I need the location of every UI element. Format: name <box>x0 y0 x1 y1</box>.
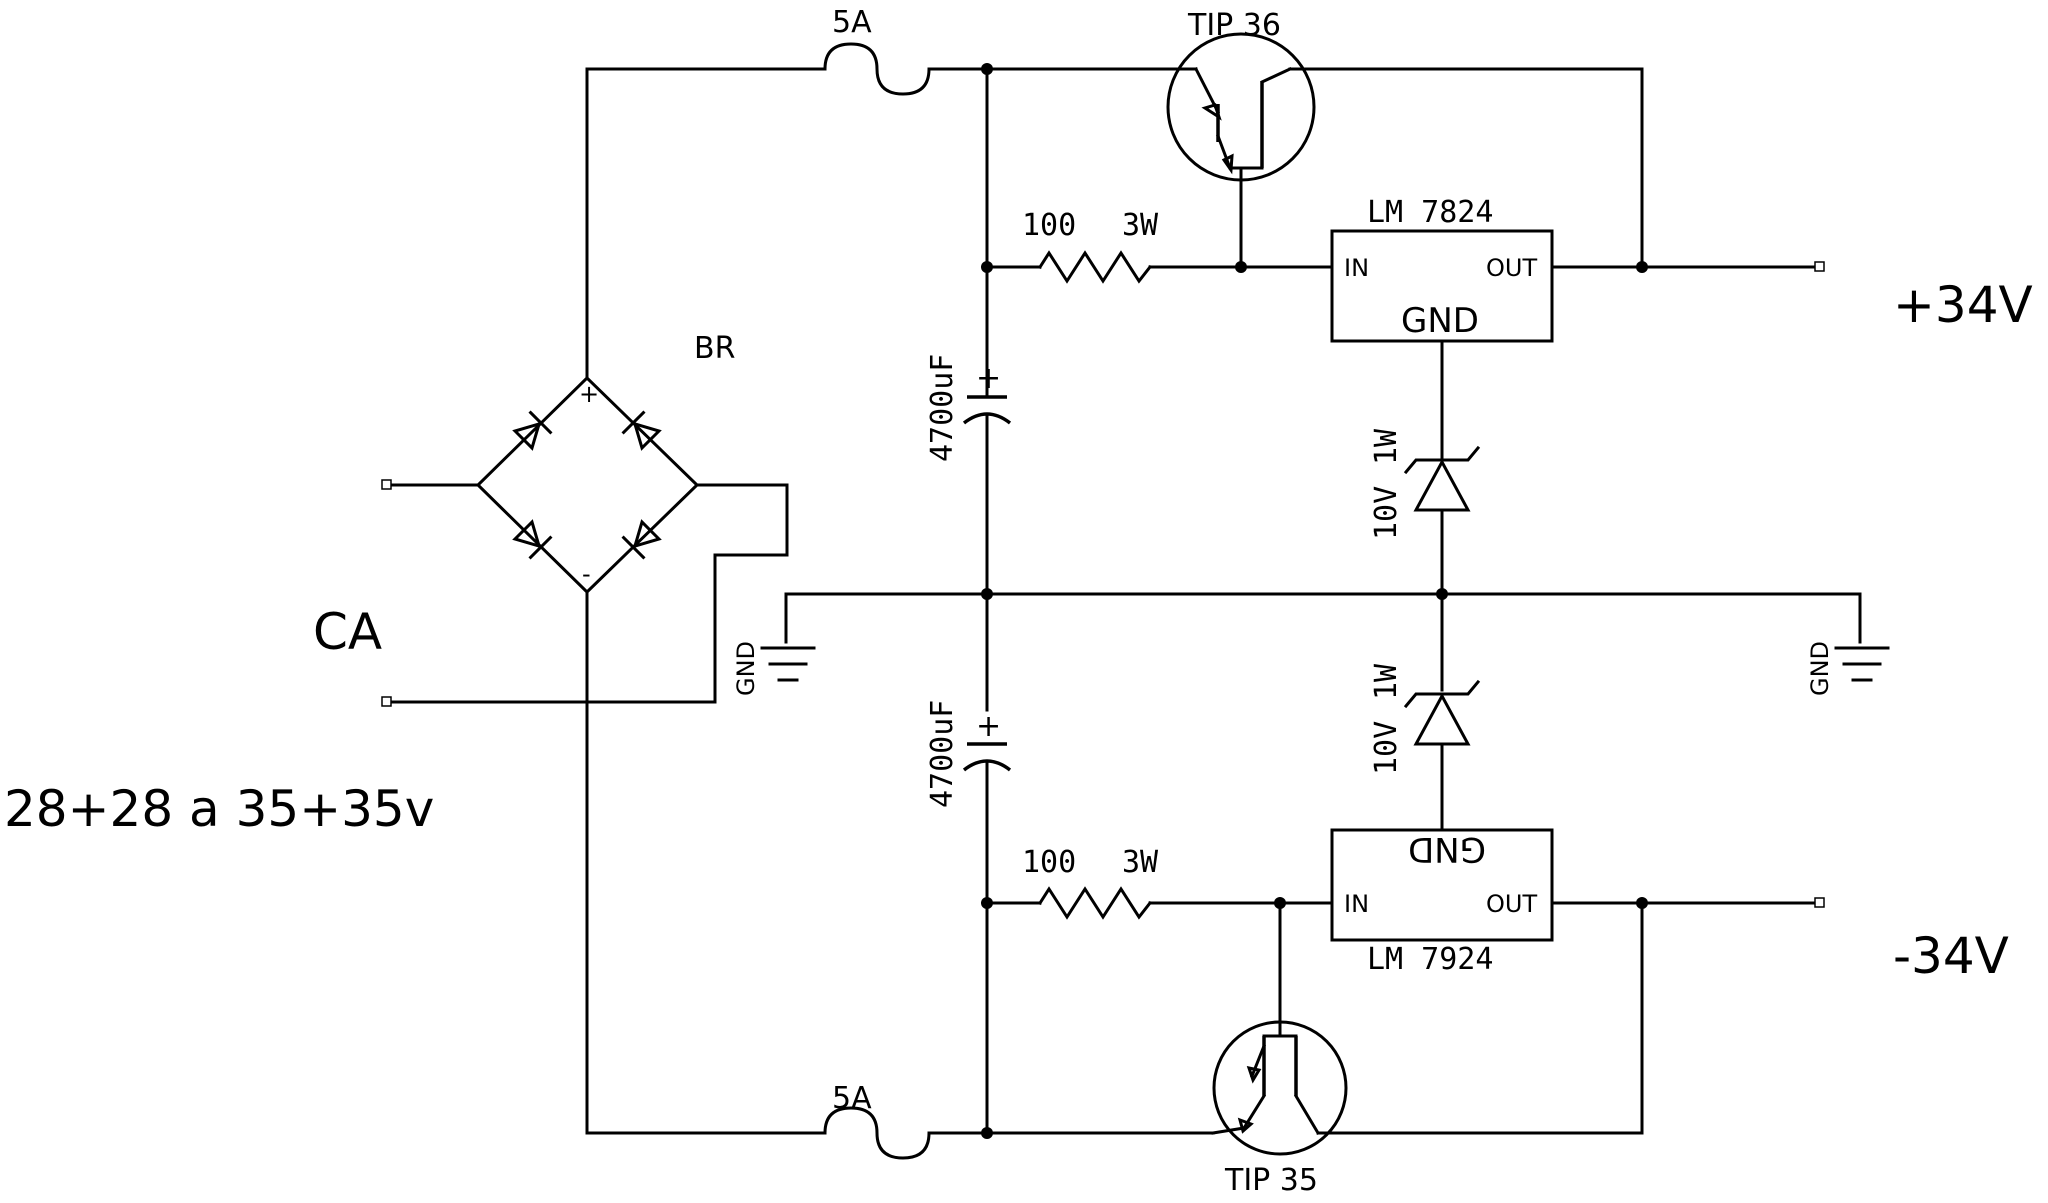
terminals <box>381 261 1825 908</box>
resistor-bottom-power: 3W <box>1122 845 1159 880</box>
junction-dot <box>981 588 993 600</box>
resistor-top-value: 100 <box>1022 208 1076 243</box>
regulator-bottom-body <box>1330 828 1554 942</box>
wire-left-bottom <box>585 590 823 1135</box>
junction-dot <box>1436 588 1448 600</box>
bridge-diode-1 <box>512 410 553 451</box>
regulator-top: LM 7824 IN OUT GND <box>1330 195 1554 343</box>
regulator-bottom: LM 7924 IN OUT GND <box>1330 828 1554 977</box>
zener-bottom-triangle <box>1413 692 1471 746</box>
wire-ac-input-2 <box>385 483 789 704</box>
regulator-bottom-out: OUT <box>1486 890 1537 918</box>
bridge-label: BR <box>694 331 735 366</box>
terminal-ac-1 <box>381 479 392 490</box>
capacitor-bottom-label: 4700uF <box>925 700 960 808</box>
junction-dot <box>981 1127 993 1139</box>
output-positive-label: +34V <box>1893 276 2033 334</box>
junction-dot <box>1636 261 1648 273</box>
transistor-tip35-circle <box>1212 1020 1348 1156</box>
regulator-bottom-name: LM 7924 <box>1367 942 1493 977</box>
wire-ground-rail <box>784 592 1862 644</box>
transistor-tip36: TIP 36 <box>1166 8 1316 182</box>
bridge-minus: - <box>582 560 591 588</box>
bridge-outline <box>475 375 700 595</box>
resistor-bottom: 100 3W <box>1022 845 1159 920</box>
regulator-top-in: IN <box>1344 254 1369 282</box>
ac-input-label: CA <box>313 603 382 661</box>
fuse-bottom-label: 5A <box>832 1081 872 1116</box>
ground-left: GND <box>732 641 816 696</box>
capacitor-top-plus: + <box>976 361 1001 396</box>
junction-dot <box>1274 897 1286 909</box>
junction-dot <box>981 63 993 75</box>
zener-top-bar <box>1403 445 1481 475</box>
bridge-rectifier: + - BR <box>475 331 735 595</box>
regulator-top-name: LM 7824 <box>1367 195 1493 230</box>
ground-right-label: GND <box>1806 641 1834 696</box>
resistor-top-power: 3W <box>1122 208 1159 243</box>
resistor-bottom-value: 100 <box>1022 845 1076 880</box>
transistor-tip36-arrow-2 <box>1221 153 1234 175</box>
zener-bottom: 10V 1W <box>1369 663 1481 775</box>
junction-dot <box>1636 897 1648 909</box>
zener-top: 10V 1W <box>1369 428 1481 540</box>
zener-top-voltage: 10V <box>1369 486 1404 540</box>
zener-top-triangle <box>1413 458 1471 512</box>
zener-bottom-power: 1W <box>1369 663 1404 700</box>
bridge-diode-2 <box>621 410 662 451</box>
regulator-bottom-in: IN <box>1344 890 1369 918</box>
ground-right: GND <box>1806 641 1890 696</box>
resistor-top: 100 3W <box>1022 208 1159 284</box>
zener-bottom-voltage: 10V <box>1369 721 1404 775</box>
fuse-top-label: 5A <box>832 5 872 40</box>
regulator-top-gnd: GND <box>1401 301 1479 341</box>
capacitor-top-label: 4700uF <box>925 354 960 462</box>
bridge-diode-3 <box>512 519 553 560</box>
wires <box>385 67 1862 1135</box>
transistor-tip35-arrow-2 <box>1237 1117 1254 1134</box>
transistor-tip36-circle <box>1166 32 1316 182</box>
terminal-out-negative <box>1814 897 1825 908</box>
terminal-ac-2 <box>381 696 392 707</box>
regulator-top-body <box>1330 229 1554 343</box>
transistor-tip35-arrow-1 <box>1246 1066 1262 1084</box>
bridge-diode-4 <box>621 519 662 560</box>
junction-dot <box>981 261 993 273</box>
ground-left-label: GND <box>732 641 760 696</box>
fuse-bottom: 5A <box>819 1081 953 1160</box>
junction-dot <box>981 897 993 909</box>
regulator-top-out: OUT <box>1486 254 1537 282</box>
transistor-tip35: TIP 35 <box>1211 1020 1348 1198</box>
capacitor-bottom-plus: + <box>976 709 1001 744</box>
capacitor-bottom: + 4700uF <box>925 700 1012 808</box>
zener-top-power: 1W <box>1369 428 1404 465</box>
regulator-bottom-gnd: GND <box>1408 829 1486 869</box>
transistor-tip36-label: TIP 36 <box>1187 8 1281 43</box>
junctions <box>981 63 1648 1139</box>
bridge-plus: + <box>579 380 599 408</box>
fuse-top: 5A <box>819 5 953 96</box>
transistor-tip35-label: TIP 35 <box>1224 1163 1318 1198</box>
output-negative-label: -34V <box>1893 927 2009 985</box>
capacitor-top: + 4700uF <box>925 354 1012 462</box>
zener-bottom-bar <box>1403 679 1481 709</box>
junction-dot <box>1235 261 1247 273</box>
input-voltage-label: 28+28 a 35+35v <box>4 780 434 838</box>
terminal-out-positive <box>1814 261 1825 272</box>
